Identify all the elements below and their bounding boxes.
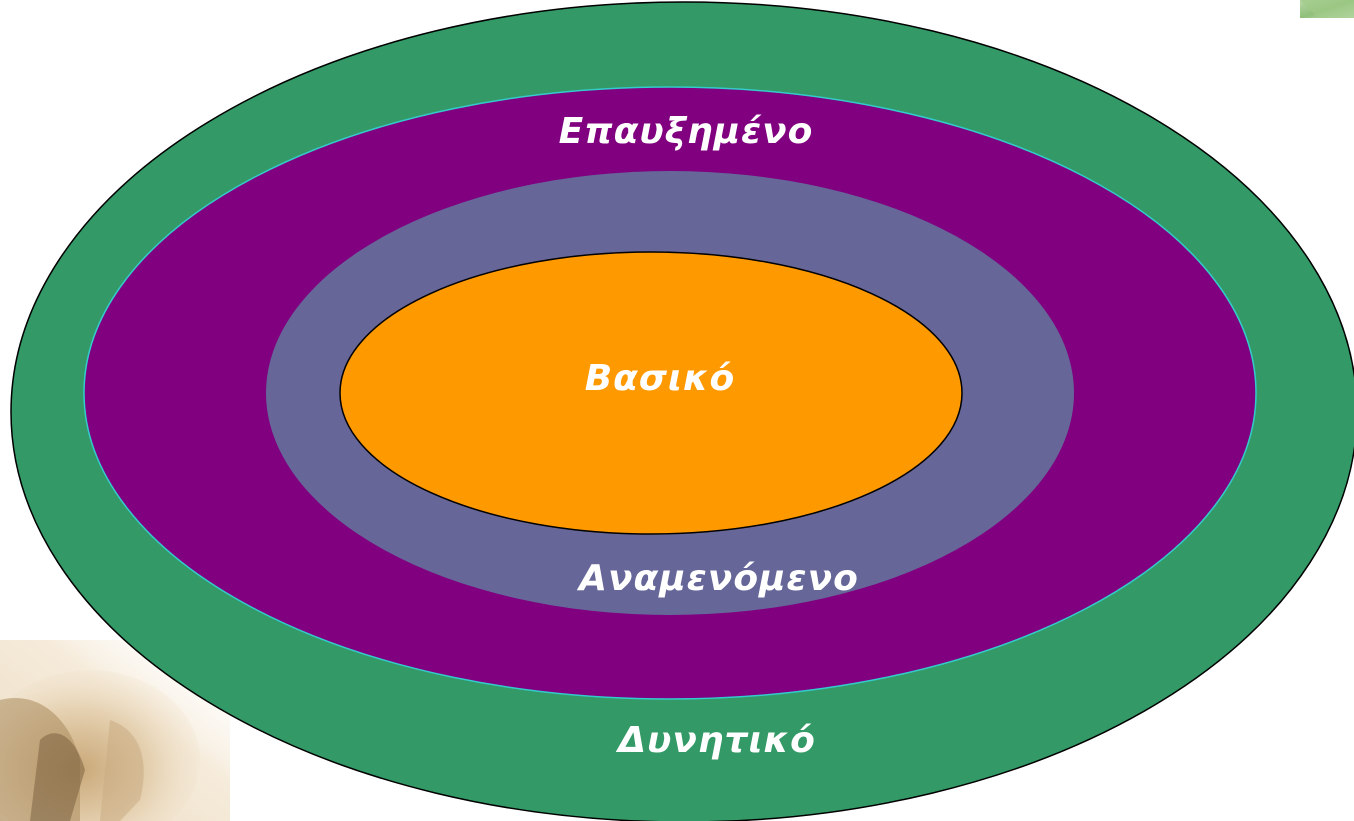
label-expected: Αναμενόμενο <box>576 558 859 599</box>
label-potential: Δυνητικό <box>615 720 816 761</box>
ring-basic <box>339 251 963 535</box>
label-basic: Βασικό <box>585 358 736 399</box>
label-augmented: Επαυξημένο <box>559 111 814 152</box>
rings-group <box>10 1 1354 821</box>
leaf-photo-icon <box>1300 0 1354 18</box>
portrait-photo-icon <box>0 640 230 821</box>
